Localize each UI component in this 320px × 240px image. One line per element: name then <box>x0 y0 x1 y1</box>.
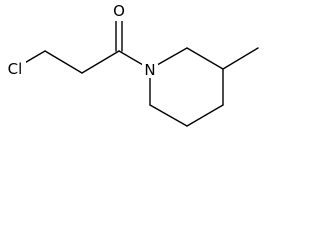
nitrogen-label-bg <box>142 61 158 78</box>
bonds <box>15 13 259 127</box>
bond-ring-top-right <box>186 47 224 70</box>
bond-methyl <box>222 47 259 70</box>
chemical-structure-diagram: Cl O N <box>3 2 259 127</box>
oxygen-label-bg <box>111 3 127 21</box>
bond-ring-bottom-left <box>149 104 188 127</box>
nitrogen-label: N <box>144 61 155 79</box>
chlorine-label: Cl <box>8 60 23 78</box>
bond-ring-bottom-right <box>186 104 224 127</box>
bond-c2-c3 <box>81 50 120 74</box>
atom-labels: Cl O N <box>3 2 158 79</box>
chlorine-label-bg <box>3 60 26 78</box>
bond-c1-c2 <box>44 50 83 74</box>
oxygen-label: O <box>113 2 125 20</box>
